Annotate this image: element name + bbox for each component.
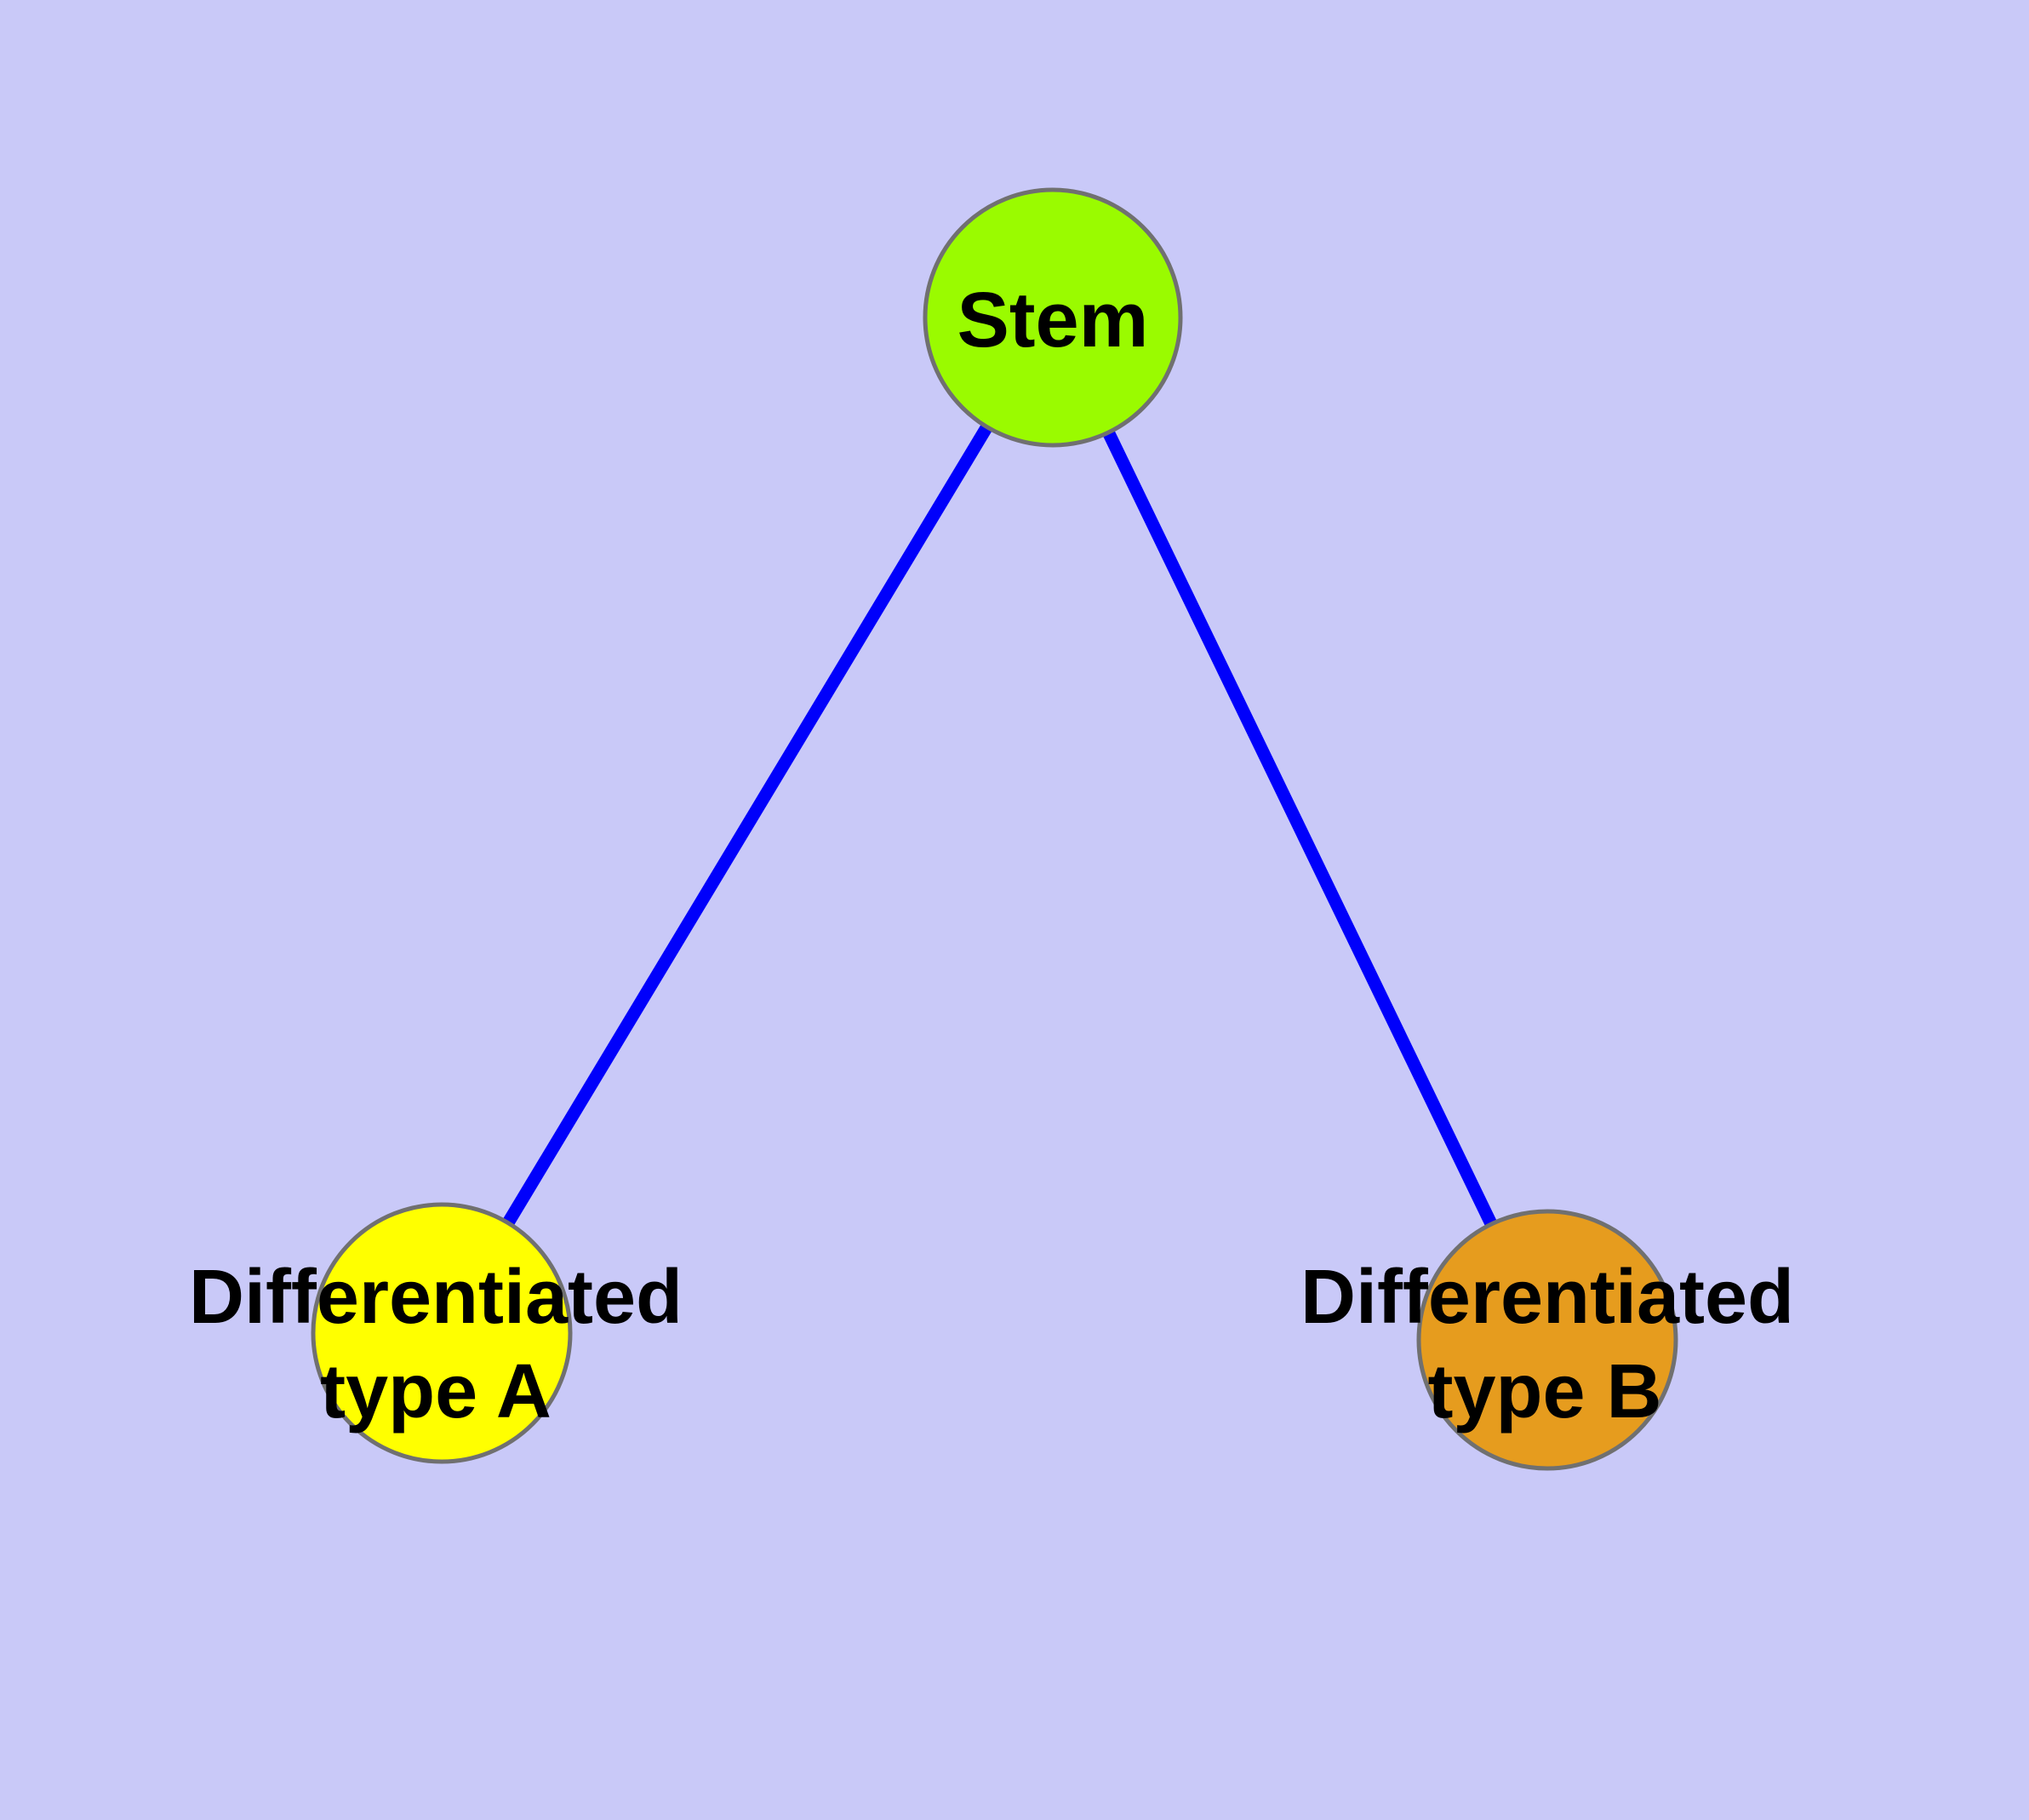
type-b-node-label-line1: Differentiated [1300, 1255, 1794, 1340]
type-b-node-circle [1416, 1209, 1678, 1471]
type-a-node-circle [311, 1202, 573, 1464]
edge-stem-to-type-b [1047, 314, 1553, 1343]
type-a-node-label-line2: type A [320, 1349, 552, 1434]
type-b-node-label-line2: type B [1427, 1349, 1661, 1434]
edge-stem-to-type-a [436, 314, 1059, 1336]
stem-node-circle [923, 187, 1183, 448]
stem-node-label: Stem [957, 277, 1149, 363]
type-a-node-label-line1: Differentiated [189, 1255, 683, 1340]
